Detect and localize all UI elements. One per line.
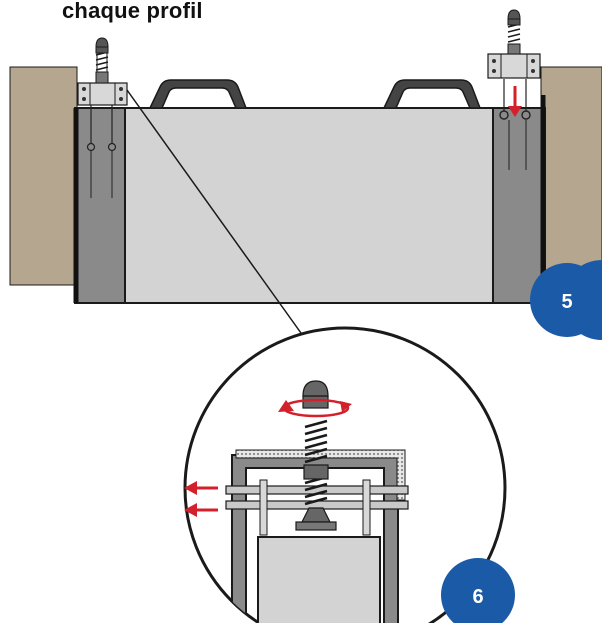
rotate-arrow-icon [278, 398, 352, 418]
step-badge-5: 5 [530, 259, 602, 341]
left-screw-clamp-icon [77, 37, 128, 106]
detail-circle [183, 326, 507, 623]
step-number-5: 5 [561, 291, 572, 313]
right-handle-icon [382, 79, 482, 109]
detail-screw-icon [295, 380, 337, 531]
detail-leader-line [126, 89, 317, 355]
down-arrow-icon [508, 86, 522, 117]
left-handle-icon [148, 79, 248, 109]
right-screw-clamp-icon [487, 9, 541, 79]
left-profile [76, 107, 126, 304]
left-wall [9, 66, 78, 286]
caption-text: chaque profil [62, 0, 203, 23]
push-arrow-icon [184, 481, 218, 517]
barrier-panel [74, 107, 546, 304]
step-badge-6: 6 [441, 558, 515, 623]
step-number-6: 6 [472, 586, 483, 608]
right-profile [492, 107, 543, 304]
